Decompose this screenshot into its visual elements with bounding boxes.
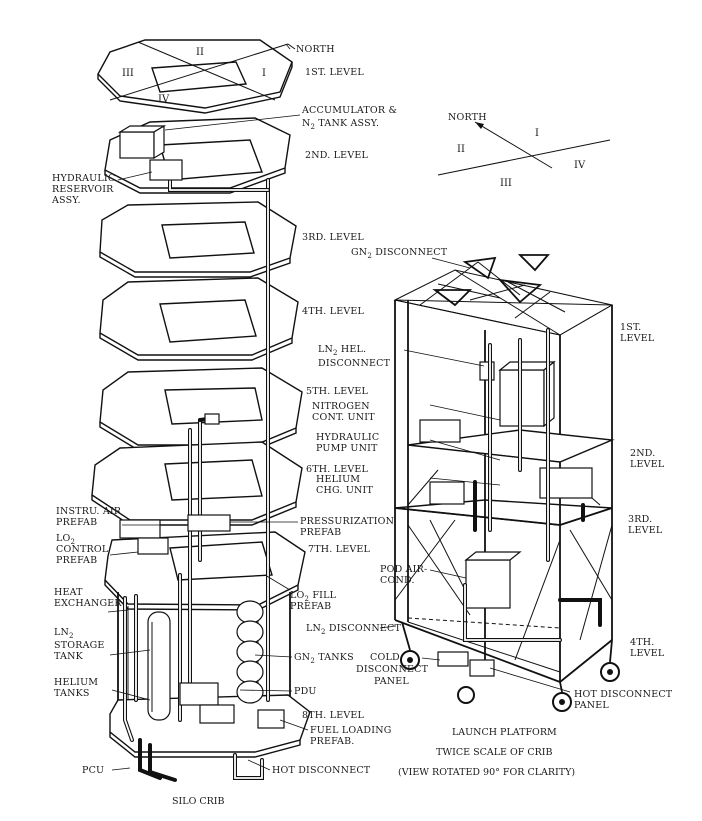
pressurization-label-1: PRESSURIZATION — [300, 516, 394, 527]
accumulator-label-line2: N2 TANK ASSY. — [302, 118, 379, 131]
compass-quadrant-2: II — [457, 144, 465, 155]
launch-platform: GN2 DISCONNECT 1ST. LEVEL LN2 HEL. DISCO… — [306, 247, 673, 778]
platform-level-1-label-a: 1ST. — [620, 322, 641, 333]
pdu-label: PDU — [294, 686, 317, 697]
silo-crib-caption: SILO CRIB — [172, 796, 225, 807]
lo2-fill-label-2: PREFAB — [290, 601, 331, 612]
hot-disconnect-panel-label-2: PANEL — [574, 700, 609, 711]
cold-disconnect-label-3: PANEL — [374, 676, 409, 687]
platform-frame — [394, 299, 615, 683]
pod-air-cond-label-1: POD AIR- — [380, 564, 427, 575]
crib-equipment — [117, 124, 285, 729]
pressurization-label-2: PREFAB — [300, 527, 341, 538]
platform-level-2-label-a: 2ND. — [630, 448, 655, 459]
ln2-storage-label-2: STORAGE — [54, 640, 105, 651]
platform-piping — [407, 328, 602, 642]
lo2-control-label-1: LO2 — [56, 533, 75, 546]
ln2-hel-disconnect-label-1: LN2 HEL. — [318, 344, 366, 357]
platform-caption-2: TWICE SCALE OF CRIB — [436, 747, 553, 758]
gn2-tank-stack — [236, 600, 264, 704]
platform-top-truss — [393, 254, 614, 336]
platform-casters — [400, 621, 620, 712]
silo-crib: NORTH II III I IV 1ST. LEVEL ACCUMULATOR… — [51, 39, 397, 807]
compass-north-label: NORTH — [448, 112, 487, 123]
crib-level-8-label: 8TH. LEVEL — [302, 710, 365, 721]
hydraulic-pump-label-1: HYDRAULIC — [316, 432, 379, 443]
helium-chg-label-1: HELIUM — [316, 474, 360, 485]
crib-piping — [123, 178, 270, 782]
platform-caption-3: (VIEW ROTATED 90° FOR CLARITY) — [398, 767, 575, 778]
crib-level-7-label: 7TH. LEVEL — [308, 544, 371, 555]
lo2-fill-label-1: LO2 FILL — [290, 590, 337, 603]
crib-level-6-plate — [91, 441, 303, 526]
platform-labels: GN2 DISCONNECT 1ST. LEVEL LN2 HEL. DISCO… — [306, 247, 673, 778]
heat-exchanger-label-2: EXCHANGER — [54, 598, 122, 609]
fuel-loading-label-1: FUEL LOADING — [310, 725, 392, 736]
ln2-storage-label-3: TANK — [54, 651, 84, 662]
crib-quadrant-3: III — [122, 68, 134, 79]
platform-level-4-label-a: 4TH. — [630, 637, 655, 648]
nitrogen-cont-label-1: NITROGEN — [312, 401, 370, 412]
crib-quadrant-2: II — [196, 47, 204, 58]
crib-labels: NORTH II III I IV 1ST. LEVEL ACCUMULATOR… — [51, 44, 397, 807]
accumulator-label-line1: ACCUMULATOR & — [301, 105, 397, 116]
platform-level-4-label-b: LEVEL — [630, 648, 665, 659]
instrument-air-label-2: PREFAB — [56, 517, 97, 528]
compass-quadrant-1: I — [535, 128, 539, 139]
hydraulic-reservoir-label-3: ASSY. — [51, 195, 81, 206]
hot-disconnect-panel-label-1: HOT DISCONNECT — [574, 689, 673, 700]
instrument-air-label-1: INSTRU. AIR — [56, 506, 122, 517]
helium-tanks-label-1: HELIUM — [54, 677, 98, 688]
hydraulic-reservoir-label-1: HYDRAULIC — [52, 173, 115, 184]
ln2-disconnect-label: LN2 DISCONNECT — [306, 623, 401, 636]
hydraulic-reservoir-label-2: RESERVOIR — [52, 184, 114, 195]
crib-level-5-label: 5TH. LEVEL — [306, 386, 369, 397]
platform-caption-1: LAUNCH PLATFORM — [452, 727, 557, 738]
gn2-tanks-label: GN2 TANKS — [294, 652, 354, 665]
lo2-control-label-3: PREFAB — [56, 555, 97, 566]
crib-level-3-label: 3RD. LEVEL — [302, 232, 364, 243]
crib-level-6-label: 6TH. LEVEL — [306, 464, 369, 475]
pod-air-cond-label-2: COND. — [380, 575, 415, 586]
orientation-compass: NORTH I II III IV — [437, 112, 611, 189]
ln2-hel-disconnect-label-2: DISCONNECT — [318, 358, 391, 369]
crib-quadrant-1: I — [262, 68, 266, 79]
crib-level-1-label: 1ST. LEVEL — [305, 67, 364, 78]
nitrogen-cont-label-2: CONT. UNIT — [312, 412, 375, 423]
hot-disconnect-label: HOT DISCONNECT — [272, 765, 371, 776]
crib-level-4-label: 4TH. LEVEL — [302, 306, 365, 317]
heat-exchanger-label-1: HEAT — [54, 587, 83, 598]
crib-level-2-label: 2ND. LEVEL — [305, 150, 369, 161]
crib-level-4-plate — [99, 277, 299, 361]
hydraulic-pump-label-2: PUMP UNIT — [316, 443, 378, 454]
compass-quadrant-4: IV — [574, 160, 586, 171]
crib-leaders — [107, 43, 309, 771]
crib-level-3-plate — [99, 201, 297, 278]
pcu-label: PCU — [82, 765, 104, 776]
ln2-storage-tank — [147, 611, 171, 721]
helium-tanks-label-2: TANKS — [54, 688, 90, 699]
crib-level-1-plate — [97, 39, 296, 114]
crib-quadrant-4: IV — [158, 94, 170, 105]
helium-chg-label-2: CHG. UNIT — [316, 485, 374, 496]
compass-quadrant-3: III — [500, 178, 512, 189]
fuel-loading-label-2: PREFAB. — [310, 736, 355, 747]
ln2-storage-label-1: LN2 — [54, 627, 74, 640]
platform-level-1-label-b: LEVEL — [620, 333, 655, 344]
cold-disconnect-label-1: COLD — [370, 652, 400, 663]
crib-north-label: NORTH — [296, 44, 335, 55]
lo2-control-label-2: CONTROL — [56, 544, 109, 555]
cold-disconnect-label-2: DISCONNECT — [356, 664, 429, 675]
gn2-disconnect-label: GN2 DISCONNECT — [351, 247, 448, 260]
platform-level-3-label-b: LEVEL — [628, 525, 663, 536]
platform-level-2-label-b: LEVEL — [630, 459, 665, 470]
platform-leaders — [379, 257, 571, 693]
platform-level-3-label-a: 3RD. — [628, 514, 652, 525]
